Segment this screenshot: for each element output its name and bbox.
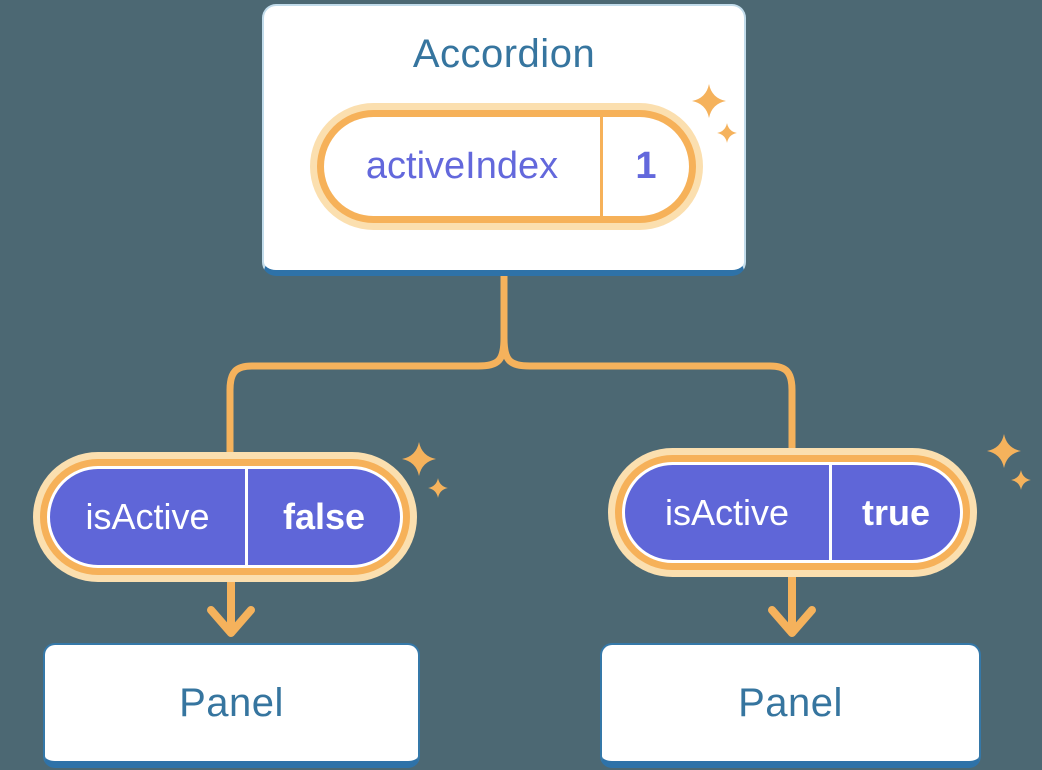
sparkle-icon [987,434,1031,490]
prop-pill-true: isActive true [608,448,977,577]
panel-title: Panel [738,680,843,725]
accordion-card: Accordion activeIndex 1 [262,4,746,276]
prop-pill-false: isActive false [33,452,417,582]
prop-pill-ring: isActive false [40,459,410,575]
fork-connector-left [226,272,508,470]
prop-pill-divider [245,469,248,565]
prop-pill-divider [829,465,832,560]
fork-connector-right [500,272,796,470]
prop-pill-label: isActive [85,496,210,537]
prop-pill-core: isActive true [622,462,963,563]
state-pill-ring: activeIndex 1 [317,110,696,223]
prop-pill-core: isActive false [47,466,403,568]
state-pill: activeIndex 1 [310,103,703,230]
state-pill-label: activeIndex [365,145,559,187]
accordion-title: Accordion [412,32,596,76]
panel-title: Panel [179,680,284,725]
state-pill-value: 1 [635,145,657,187]
prop-pill-value: true [861,491,930,533]
panel-card: Panel [600,643,981,768]
prop-pill-ring: isActive true [615,455,970,570]
state-pill-core: activeIndex 1 [324,117,689,216]
prop-pill-value: false [282,496,366,537]
prop-pill-label: isActive [664,491,790,533]
state-pill-divider [600,117,603,216]
panel-card: Panel [43,643,420,768]
